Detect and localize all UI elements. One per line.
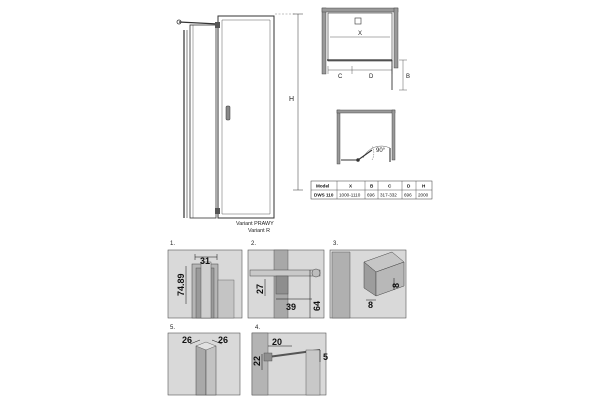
- detail-2-panel: [247, 249, 325, 319]
- detail-1-label: 1.: [170, 241, 175, 247]
- detail-3-dim-b: 8: [391, 283, 401, 288]
- detail-4-dim-b: 22: [252, 356, 262, 366]
- table-header-c: C: [388, 184, 392, 189]
- open-door-plan-view: [336, 109, 396, 165]
- detail-2-dim-a: 27: [255, 284, 265, 294]
- variant-label-en: Variant R: [248, 228, 270, 234]
- detail-2-label: 2.: [251, 241, 256, 247]
- dim-c: C: [338, 74, 343, 80]
- detail-5-panel: [167, 332, 241, 396]
- variant-label-pl: Variant PRAWY: [236, 221, 274, 227]
- table-cell-model: DWS 110: [314, 193, 334, 198]
- table-header-d: D: [407, 184, 411, 189]
- detail-3-panel: [329, 249, 407, 319]
- detail-1-dim-b: 74.89: [176, 273, 186, 296]
- detail-4-dim-c: 5: [323, 352, 328, 362]
- detail-3-label: 3.: [333, 241, 338, 247]
- table-cell-d: 696: [404, 193, 412, 198]
- spec-table: Model X B C D H DWS 110 1000-1110 696 31…: [310, 180, 433, 200]
- detail-4-dim-a: 20: [272, 337, 282, 347]
- table-header-h: H: [422, 184, 426, 189]
- table-cell-b: 696: [367, 193, 375, 198]
- detail-2-dim-c: 64: [312, 301, 322, 311]
- swing-angle: 90°: [376, 148, 386, 154]
- table-cell-x: 1000-1110: [339, 193, 361, 198]
- detail-1-dim-a: 31: [200, 256, 210, 266]
- table-header-b: B: [370, 184, 374, 189]
- table-header-x: X: [349, 184, 353, 189]
- table-cell-h: 2000: [418, 193, 429, 198]
- detail-5-label: 5.: [170, 325, 175, 331]
- table-header-model: Model: [316, 184, 329, 189]
- dim-x: X: [358, 31, 362, 37]
- height-label: H: [289, 96, 294, 103]
- dim-b: B: [406, 74, 410, 80]
- detail-5-dim-b: 26: [218, 335, 228, 345]
- detail-4-panel: [251, 332, 327, 396]
- detail-3-dim-a: 8: [368, 300, 373, 310]
- detail-1-panel: [167, 249, 243, 319]
- dim-d: D: [369, 74, 374, 80]
- front-view: [176, 13, 303, 219]
- table-cell-c: 317-332: [380, 193, 397, 198]
- detail-4-label: 4.: [255, 325, 260, 331]
- top-plan-view: [321, 7, 407, 91]
- detail-2-dim-b: 39: [286, 302, 296, 312]
- detail-5-dim-a: 26: [182, 335, 192, 345]
